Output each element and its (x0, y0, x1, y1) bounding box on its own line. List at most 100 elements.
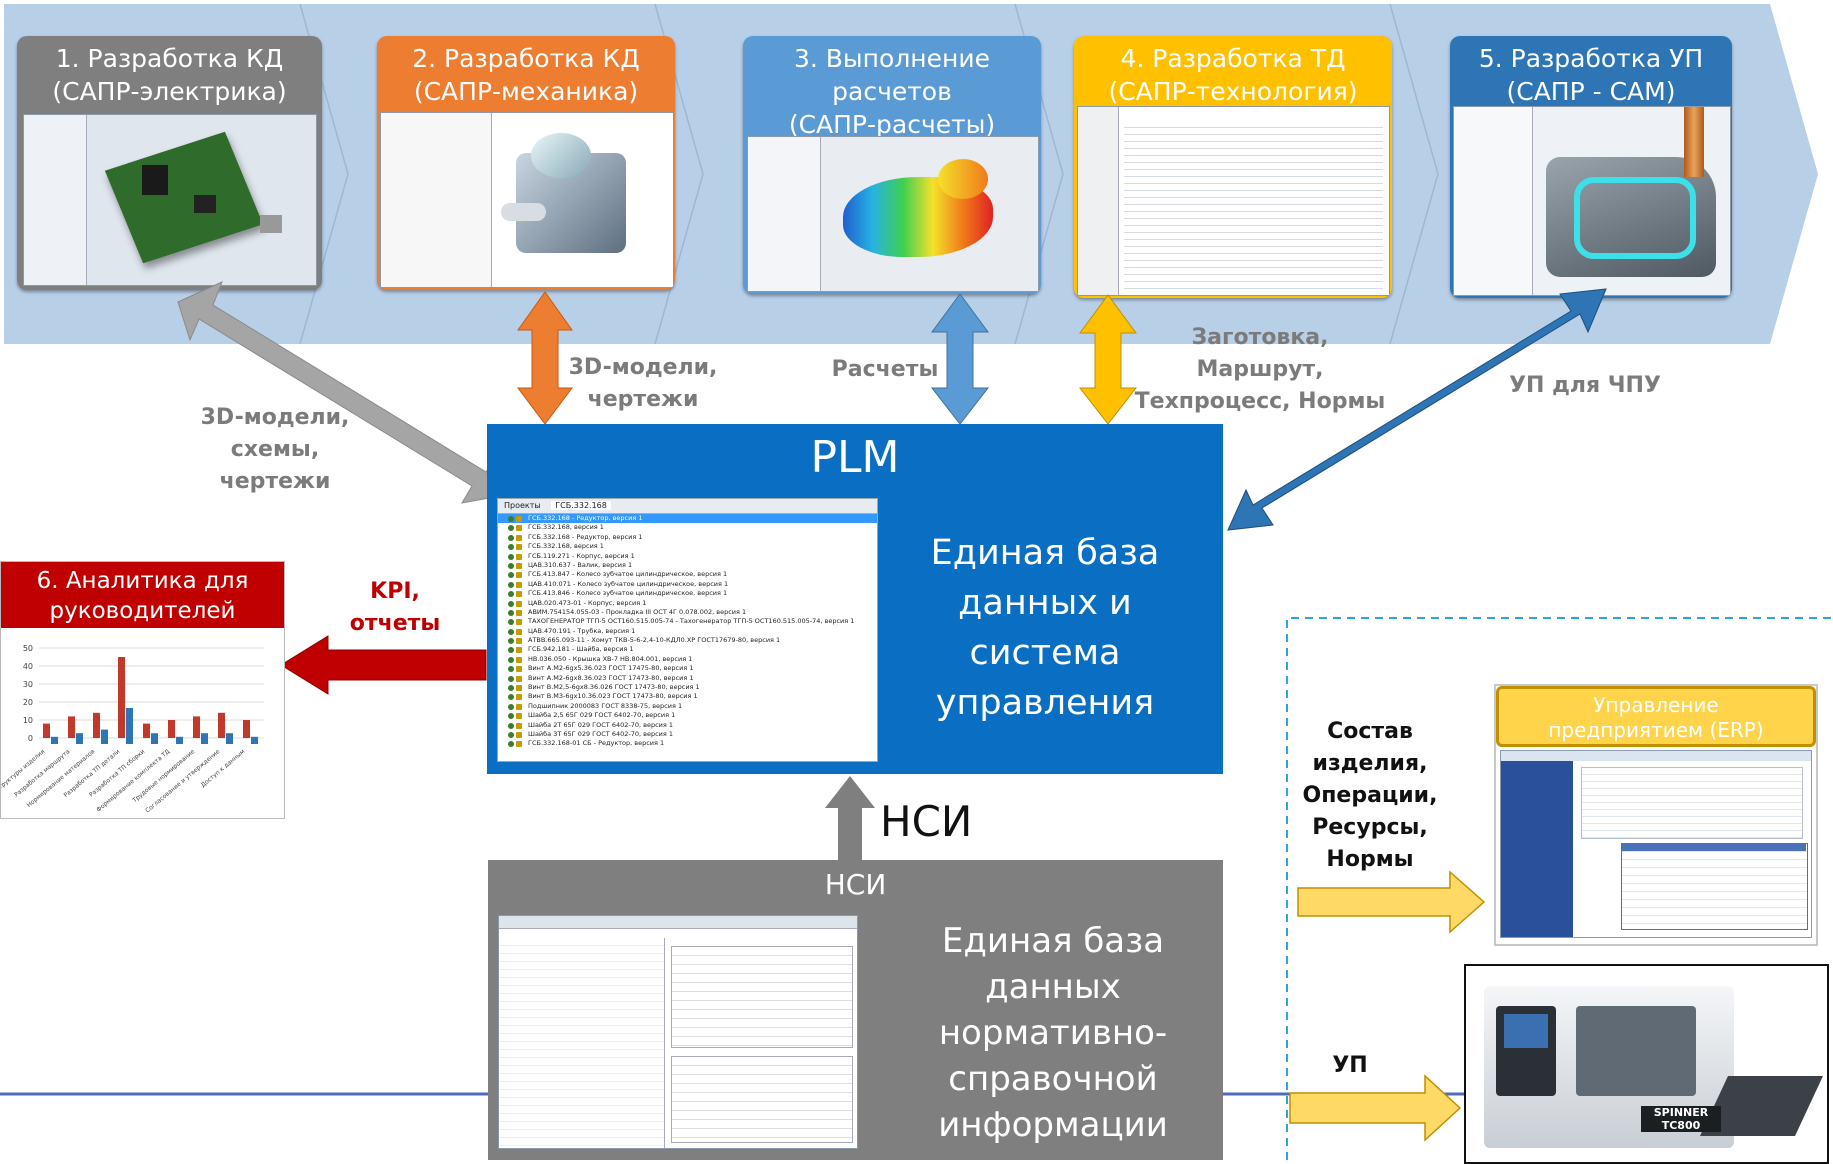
flow-label-analytics: KPI, отчеты (335, 576, 455, 640)
plm-tab-projects[interactable]: Проекты (504, 501, 541, 510)
chart-bar (143, 723, 150, 738)
flow-stage1-l1: 3D-модели, (200, 405, 350, 430)
plm-tree-item[interactable]: Подшипник 2000083 ГОСТ 8338-75, версия 1 (498, 702, 877, 711)
erp-header: Управление предприятием (ERP) (1496, 686, 1816, 747)
chart-bar (201, 733, 208, 744)
stage-2-screenshot (380, 112, 674, 288)
flow-stage2-l2: чертежи (587, 387, 699, 412)
plm-text-l1: Единая база (930, 533, 1160, 573)
arrow-nsi-plm (825, 776, 875, 860)
chart-bar (101, 729, 108, 744)
flow-label-stage2: 3D-модели, чертежи (568, 352, 718, 416)
flow-erp-l1: Состав (1327, 719, 1413, 744)
plm-tree-item[interactable]: ГСБ.119.271 - Корпус, версия 1 (498, 552, 877, 561)
stage-2-card: 2. Разработка КД (САПР-механика) (377, 36, 675, 290)
arrow-stage2-plm (517, 291, 573, 425)
plm-tree-item[interactable]: ГСБ.942.181 - Шайба, версия 1 (498, 645, 877, 654)
plm-tree-item[interactable]: Шайба 2,5 65Г 029 ГОСТ 6402-70, версия 1 (498, 711, 877, 720)
arrow-stage4-plm (1078, 294, 1138, 425)
plm-tree-item[interactable]: АТВВ.665.093-11 - Хомут ТКВ-5-6-2,4-10-К… (498, 636, 877, 645)
nsi-block: НСИ (488, 860, 1223, 1160)
plm-tree-item[interactable]: ЦАВ.310.637 - Валик, версия 1 (498, 561, 877, 570)
chart-bar (68, 716, 75, 738)
stage-2-line2: (САПР-механика) (413, 77, 639, 106)
plm-tree-item[interactable]: АВИМ.754154.055-03 - Прокладка III ОСТ 4… (498, 608, 877, 617)
plm-tree-item[interactable]: ГСБ.332.168 - Редуктор, версия 1 (498, 514, 877, 524)
flow-erp-l4: Ресурсы, (1312, 815, 1428, 840)
plm-tree-item[interactable]: ГСБ.332.168-01 СБ - Редуктор, версия 1 (498, 739, 877, 748)
plm-text-l2: данных и (958, 583, 1132, 623)
arrow-to-erp (1297, 870, 1486, 934)
plm-tree-item[interactable]: ГСБ.332.168 - Редуктор, версия 1 (498, 533, 877, 542)
erp-card: Управление предприятием (ERP) (1494, 684, 1818, 946)
cnc-window (1576, 1006, 1696, 1096)
nsi-description: Единая база данных нормативно- справочно… (928, 918, 1178, 1148)
plm-tree-item[interactable]: Винт В.М3-6gx10.36.023 ГОСТ 17473-80, ве… (498, 692, 877, 701)
flow-stage1-l2: схемы, (230, 437, 320, 462)
chart-y-tick: 10 (23, 716, 33, 725)
cnc-model: TC800 (1661, 1119, 1701, 1132)
plm-tree-item[interactable]: НВ.036.050 - Крышка ХВ-7 НВ.804.001, вер… (498, 655, 877, 664)
plm-tree-item[interactable]: ГСБ.413.846 - Колесо зубчатое цилиндриче… (498, 589, 877, 598)
arrow-plm-analytics (280, 635, 487, 695)
plm-tree-item[interactable]: Шайба 2Т 65Г 029 ГОСТ 6402-70, версия 1 (498, 721, 877, 730)
analytics-title-l1: 6. Аналитика для (36, 568, 249, 594)
nsi-text-l4: справочной (948, 1059, 1158, 1099)
plm-text-l4: управления (935, 683, 1155, 723)
stage-5-line1: 5. Разработка УП (1478, 44, 1704, 73)
flow-label-stage5: УП для ЧПУ (1500, 370, 1670, 402)
chart-category-label: Доступ к данным (200, 748, 247, 789)
plm-tree-item[interactable]: Шайба 3Т 65Г 029 ГОСТ 6402-70, версия 1 (498, 730, 877, 739)
cnc-brand: SPINNER (1653, 1106, 1709, 1119)
flow-analytics-l1: KPI, (370, 579, 420, 604)
erp-title-l1: Управление (1593, 693, 1719, 717)
stage-4-card: 4. Разработка ТД (САПР-технология) (1074, 36, 1392, 298)
chart-y-tick: 20 (23, 698, 33, 707)
analytics-chart: 01020304050Ввод структуры изделияРазрабо… (1, 644, 264, 814)
erp-title-l2: предприятием (ERP) (1548, 718, 1764, 742)
nsi-text-l3: нормативно- (938, 1013, 1168, 1053)
flow-label-erp: Состав изделия, Операции, Ресурсы, Нормы (1300, 716, 1440, 876)
flow-machine-l1: УП (1332, 1053, 1368, 1078)
flow-stage5-l1: УП для ЧПУ (1509, 373, 1661, 398)
chart-bar (151, 733, 158, 744)
stage-2-line1: 2. Разработка КД (412, 44, 640, 73)
chart-bar (93, 712, 100, 738)
nsi-arrow-label: НСИ (880, 797, 973, 846)
plm-tree-item[interactable]: Винт А.М2-6gx5.36.023 ГОСТ 17475-80, вер… (498, 664, 877, 673)
stage-3-line1: 3. Выполнение (793, 44, 990, 73)
nsi-text-l1: Единая база (941, 921, 1165, 961)
chart-bar (251, 736, 258, 744)
plm-tree-item[interactable]: ЦАВ.470.191 - Трубка, версия 1 (498, 627, 877, 636)
plm-tree-item[interactable]: ГСБ.332.168, версия 1 (498, 542, 877, 551)
arrow-to-machine (1289, 1074, 1462, 1142)
plm-tree-item[interactable]: Винт А.М2-6gx8.36.023 ГОСТ 17473-80, вер… (498, 674, 877, 683)
nsi-header: НСИ (824, 868, 887, 901)
chart-bar (193, 716, 200, 738)
plm-tree-item[interactable]: ЦАВ.020.473-01 - Корпус, версия 1 (498, 599, 877, 608)
flow-erp-l2: изделия, (1312, 751, 1428, 776)
plm-tree-window: Проекты ГСБ.332.168 ГСБ.332.168 - Редукт… (497, 498, 878, 762)
nsi-text-l2: данных (985, 967, 1121, 1007)
plm-tree-item[interactable]: Винт В.М2,5-6gx8.36.026 ГОСТ 17473-80, в… (498, 683, 877, 692)
plm-tab-item[interactable]: ГСБ.332.168 (551, 501, 611, 510)
stage-5-card: 5. Разработка УП (САПР - CAM) (1450, 36, 1732, 298)
flow-label-machine: УП (1320, 1050, 1380, 1082)
chart-bar (168, 720, 175, 738)
flow-stage2-l1: 3D-модели, (568, 355, 718, 380)
chart-bar (118, 657, 125, 738)
plm-tree-item[interactable]: ГСБ.413.847 - Колесо зубчатое цилиндриче… (498, 570, 877, 579)
plm-tree-item[interactable]: ГСБ.332.168, версия 1 (498, 523, 877, 532)
flow-erp-l3: Операции, (1302, 783, 1438, 808)
stage-1-card: 1. Разработка КД (САПР-электрика) (17, 36, 322, 290)
cnc-machine-card: SPINNER TC800 (1464, 964, 1829, 1164)
plm-tree-item[interactable]: ТАХОГЕНЕРАТОР ТГП-5 ОСТ160.515.005-74 - … (498, 617, 877, 626)
stage-1-screenshot (23, 114, 317, 286)
plm-tree-item[interactable]: ЦАВ.410.071 - Колесо зубчатое цилиндриче… (498, 580, 877, 589)
arrow-stage5-plm (1227, 288, 1607, 531)
plm-text-l3: система (969, 633, 1121, 673)
cnc-screen (1504, 1014, 1548, 1048)
stage-4-screenshot (1077, 106, 1390, 296)
